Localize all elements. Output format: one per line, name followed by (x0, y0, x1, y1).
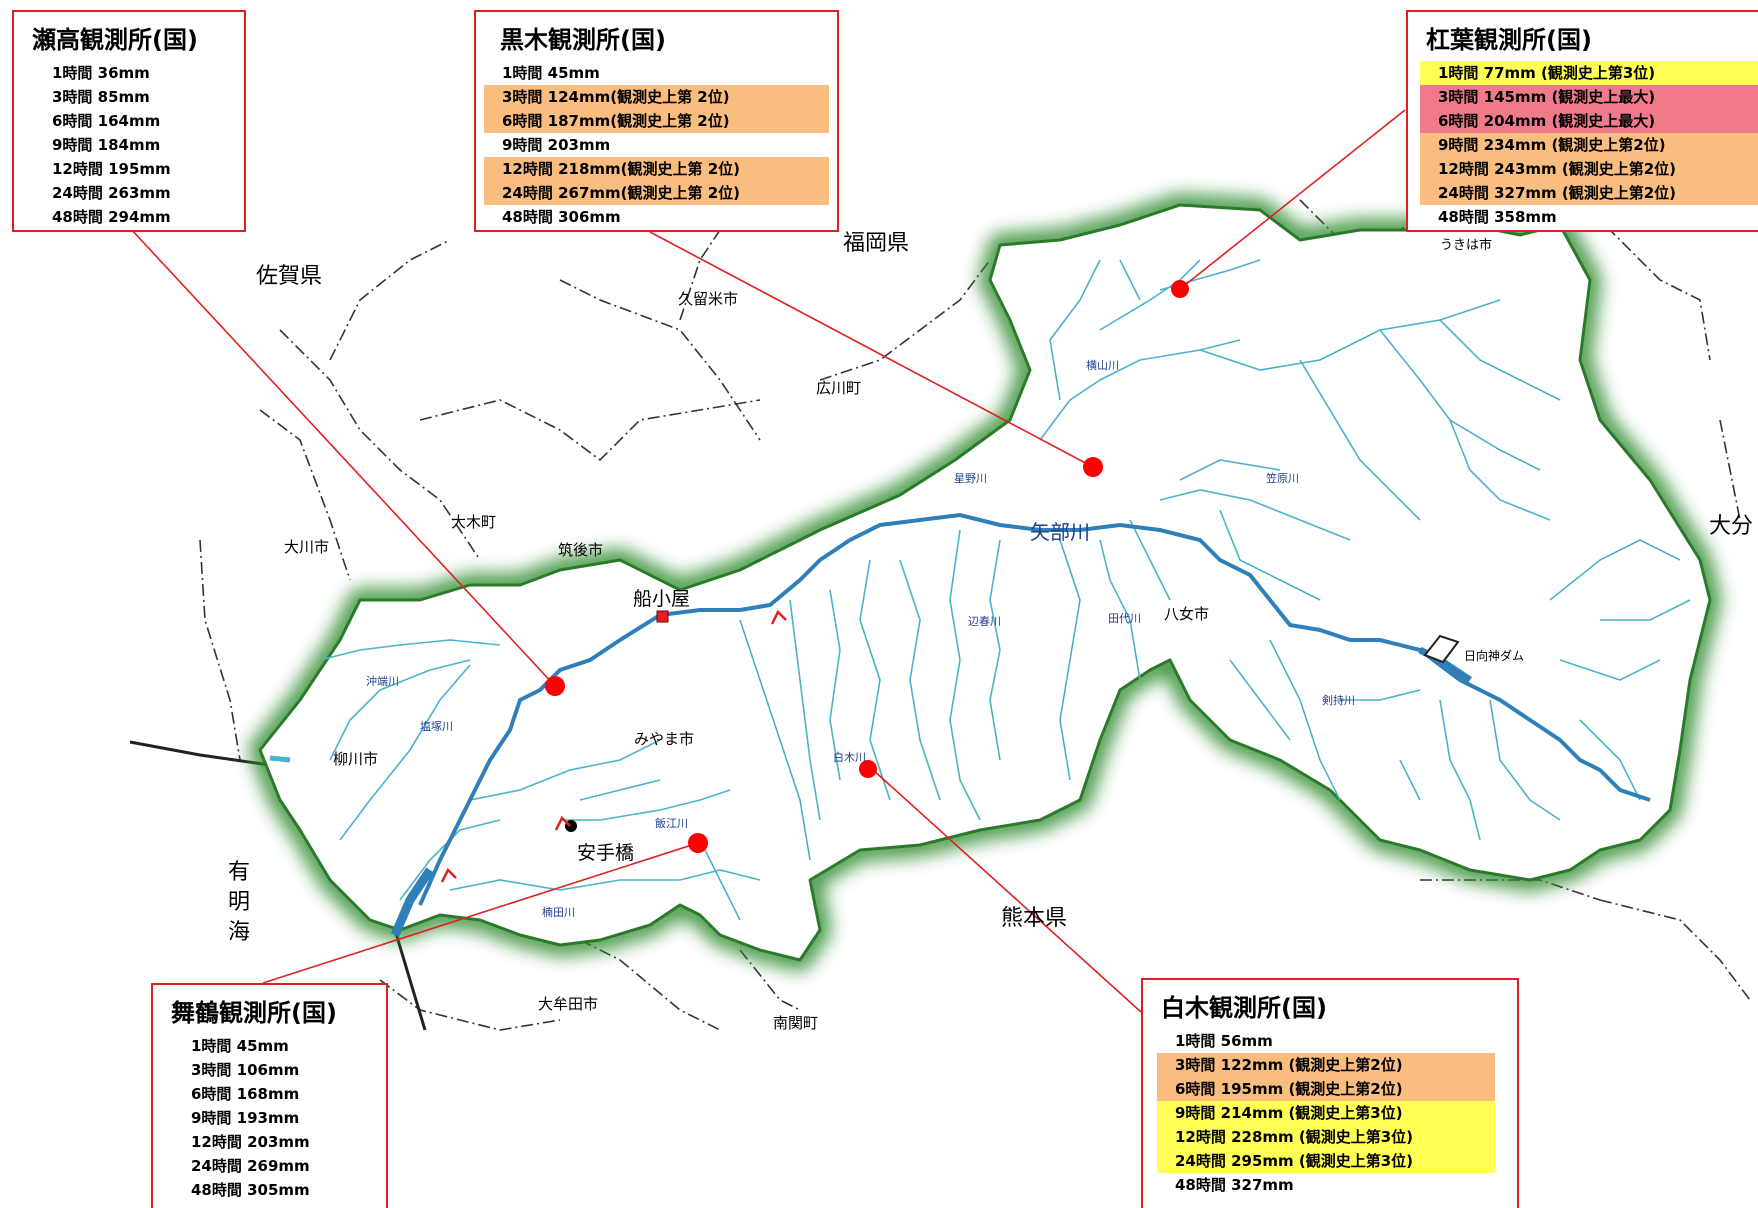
label-river-shiozuka: 塩塚川 (420, 720, 453, 733)
station-row: 6時間 204mm (観測史上最大) (1420, 109, 1758, 133)
station-row: 48時間 306mm (502, 208, 621, 226)
station-rows: 1時間 36mm 3時間 85mm 6時間 164mm 9時間 184mm 12… (34, 61, 244, 229)
station-rows: 1時間 56mm 3時間 122mm (観測史上第2位) 6時間 195mm (… (1157, 1029, 1495, 1197)
label-river-shiraki: 白木川 (833, 751, 866, 764)
station-row: 1時間 45mm (191, 1037, 289, 1055)
station-row: 9時間 193mm (191, 1109, 300, 1127)
label-river-yokoyama: 横山川 (1086, 359, 1119, 372)
label-river-tashiro: 田代川 (1108, 612, 1141, 625)
station-row: 12時間 218mm(観測史上第 2位) (484, 157, 829, 181)
label-river-hebaru: 辺春川 (968, 615, 1001, 628)
basin-area (249, 194, 1721, 971)
label-hirokawa: 広川町 (816, 379, 862, 397)
station-row: 6時間 168mm (191, 1085, 300, 1103)
station-points (545, 280, 1189, 853)
label-river-okibata: 沖端川 (366, 675, 399, 688)
station-row: 24時間 295mm (観測史上第3位) (1157, 1149, 1495, 1173)
label-ajihashi: 安手橋 (577, 842, 635, 864)
station-row: 3時間 106mm (191, 1061, 300, 1079)
label-river-kasahara: 笠原川 (1266, 472, 1299, 485)
station-title: 舞鶴観測所(国) (171, 999, 337, 1027)
station-row: 12時間 195mm (52, 160, 171, 178)
label-kumamoto: 熊本県 (1001, 906, 1068, 931)
station-box-yuzuriha: 杠葉観測所(国) 1時間 77mm (観測史上第3位) 3時間 145mm (観… (1406, 10, 1758, 232)
station-row: 9時間 234mm (観測史上第2位) (1420, 133, 1758, 157)
label-river-iie: 飯江川 (655, 817, 688, 830)
station-row: 24時間 269mm (191, 1157, 310, 1175)
station-title: 白木観測所(国) (1161, 994, 1327, 1022)
label-ukiha: うきは市 (1440, 238, 1493, 253)
station-row: 3時間 124mm(観測史上第 2位) (484, 85, 829, 109)
label-funagoya: 船小屋 (633, 588, 691, 610)
label-yanagawa: 柳川市 (333, 750, 379, 768)
station-rows: 1時間 45mm 3時間 124mm(観測史上第 2位) 6時間 187mm(観… (484, 61, 829, 229)
station-point-shiraki (859, 760, 877, 778)
station-row: 1時間 77mm (観測史上第3位) (1420, 61, 1758, 85)
station-row: 3時間 122mm (観測史上第2位) (1157, 1053, 1495, 1077)
station-row: 6時間 164mm (52, 112, 161, 130)
label-kurume: 久留米市 (678, 290, 739, 308)
label-oita: 大分 (1709, 514, 1754, 539)
label-fukuoka: 福岡県 (843, 231, 910, 256)
station-title: 杠葉観測所(国) (1426, 26, 1592, 54)
station-row: 1時間 45mm (502, 64, 600, 82)
station-rows: 1時間 45mm 3時間 106mm 6時間 168mm 9時間 193mm 1… (173, 1034, 386, 1202)
dam-icon (1423, 634, 1460, 664)
station-row: 6時間 187mm(観測史上第 2位) (484, 109, 829, 133)
label-river-kusuda: 楠田川 (542, 906, 575, 919)
label-yame: 八女市 (1164, 605, 1210, 623)
station-point-setaka (545, 676, 565, 696)
station-point-kuroki (1083, 457, 1103, 477)
label-chikugo: 筑後市 (558, 541, 604, 559)
station-row: 48時間 327mm (1175, 1176, 1294, 1194)
label-river-hoshino: 星野川 (954, 472, 987, 485)
station-box-shiraki: 白木観測所(国) 1時間 56mm 3時間 122mm (観測史上第2位) 6時… (1141, 978, 1519, 1208)
station-row: 48時間 294mm (52, 208, 171, 226)
station-row: 9時間 184mm (52, 136, 161, 154)
label-okawa: 大川市 (284, 538, 330, 556)
station-box-setaka: 瀬高観測所(国) 1時間 36mm 3時間 85mm 6時間 164mm 9時間… (12, 10, 246, 232)
station-row: 3時間 85mm (52, 88, 150, 106)
label-oki: 大木町 (451, 513, 497, 531)
station-row: 1時間 56mm (1175, 1032, 1273, 1050)
station-row: 1時間 36mm (52, 64, 150, 82)
label-miyama: みやま市 (634, 730, 695, 748)
label-saga: 佐賀県 (256, 264, 323, 289)
station-box-kuroki: 黒木観測所(国) 1時間 45mm 3時間 124mm(観測史上第 2位) 6時… (474, 10, 839, 232)
label-omuta: 大牟田市 (538, 995, 599, 1013)
station-row: 24時間 267mm(観測史上第 2位) (484, 181, 829, 205)
station-rows: 1時間 77mm (観測史上第3位) 3時間 145mm (観測史上最大) 6時… (1420, 61, 1758, 229)
label-hyuganami-dam: 日向神ダム (1464, 649, 1525, 663)
weir-icons (440, 609, 787, 883)
station-row: 24時間 327mm (観測史上第2位) (1420, 181, 1758, 205)
station-row: 9時間 214mm (観測史上第3位) (1157, 1101, 1495, 1125)
station-row: 6時間 195mm (観測史上第2位) (1157, 1077, 1495, 1101)
label-river-yabe: 矢部川 (1030, 520, 1090, 544)
label-river-kennomochi: 剣持川 (1322, 694, 1355, 707)
station-box-maizuru: 舞鶴観測所(国) 1時間 45mm 3時間 106mm 6時間 168mm 9時… (151, 983, 388, 1208)
station-row: 12時間 203mm (191, 1133, 310, 1151)
station-row: 9時間 203mm (502, 136, 611, 154)
station-row: 12時間 243mm (観測史上第2位) (1420, 157, 1758, 181)
station-row: 24時間 263mm (52, 184, 171, 202)
coast-lines (129, 740, 427, 1031)
station-row: 48時間 358mm (1438, 208, 1557, 226)
station-point-yuzuriha (1171, 280, 1189, 298)
tributaries (319, 259, 1691, 921)
station-row: 48時間 305mm (191, 1181, 310, 1199)
leader-lines (129, 109, 1406, 1013)
station-title: 瀬高観測所(国) (32, 26, 198, 54)
station-row: 12時間 228mm (観測史上第3位) (1157, 1125, 1495, 1149)
label-ariake: 有 明 海 (227, 860, 250, 945)
label-nankan: 南関町 (773, 1014, 819, 1032)
station-row: 3時間 145mm (観測史上最大) (1420, 85, 1758, 109)
station-point-maizuru (688, 833, 708, 853)
funagoya-marker (656, 610, 669, 623)
station-title: 黒木観測所(国) (500, 26, 666, 54)
